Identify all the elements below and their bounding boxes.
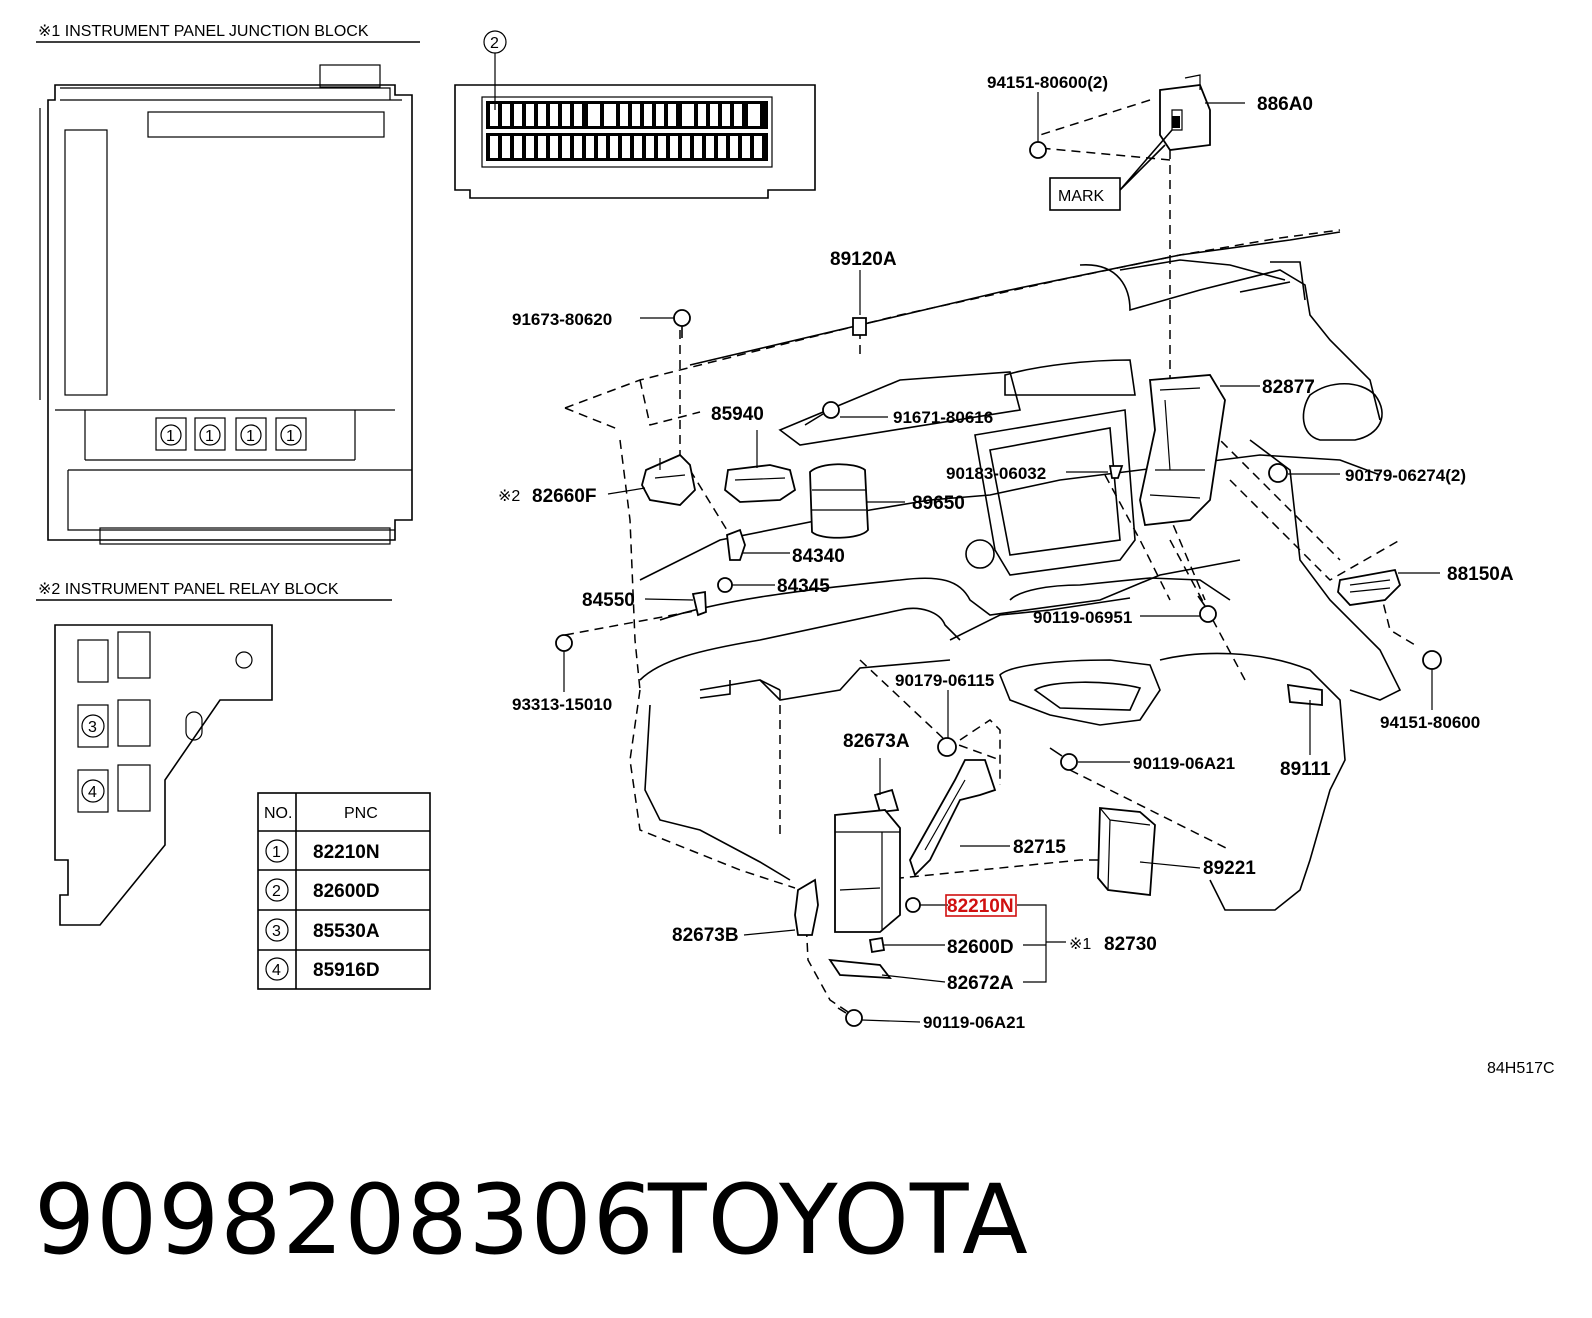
label-82210n: 82210N <box>947 896 1014 917</box>
label-mark: MARK <box>1058 188 1105 205</box>
label-90119-06a21-a: 90119-06A21 <box>1133 754 1235 773</box>
label-89111: 89111 <box>1280 759 1331 780</box>
label-91673-80620: 91673-80620 <box>512 310 612 329</box>
label-ref-2: ※2 <box>498 488 520 505</box>
label-89120a: 89120A <box>830 249 897 270</box>
junction-block-header: ※1 INSTRUMENT PANEL JUNCTION BLOCK <box>38 23 369 40</box>
callout-labels: 94151-80600(2) 886A0 MARK 89120A 91673-8… <box>498 73 1555 1077</box>
marker-1-b: 1 <box>205 428 214 445</box>
label-88150a: 88150A <box>1447 564 1514 585</box>
dashboard-outline <box>564 99 1416 1013</box>
label-84340: 84340 <box>792 546 845 567</box>
pnc-table-header-no: NO. <box>264 805 292 822</box>
label-82600d: 82600D <box>947 937 1014 958</box>
label-93313-15010: 93313-15010 <box>512 695 612 714</box>
pnc-row-1-no: 1 <box>272 844 281 861</box>
label-90179-06274-2: 90179-06274(2) <box>1345 466 1466 485</box>
part-number: 9098208306 <box>34 1164 655 1276</box>
relay-block-header: ※2 INSTRUMENT PANEL RELAY BLOCK <box>38 581 339 598</box>
parts <box>555 74 1442 1027</box>
label-90119-06a21-b: 90119-06A21 <box>923 1013 1025 1032</box>
marker-1-a: 1 <box>166 428 175 445</box>
pnc-table-header-pnc: PNC <box>344 805 378 822</box>
marker-3: 3 <box>88 719 97 736</box>
pnc-table: NO. PNC 1 2 3 4 82210N 82600D 85530A 859… <box>257 792 431 990</box>
label-91671-80616: 91671-80616 <box>893 408 993 427</box>
label-886a0: 886A0 <box>1257 94 1313 115</box>
label-90179-06115: 90179-06115 <box>895 671 994 690</box>
label-94151-80600-2: 94151-80600(2) <box>987 73 1108 92</box>
highlight-82210n <box>945 894 1017 917</box>
label-ref-1: ※1 <box>1069 936 1091 953</box>
pnc-row-4-no: 4 <box>272 962 281 979</box>
brand-name: TOYOTA <box>648 1164 1029 1276</box>
pnc-row-3-pnc: 85530A <box>313 921 380 942</box>
marker-2: 2 <box>490 35 499 52</box>
label-85940: 85940 <box>711 404 764 425</box>
label-82730: 82730 <box>1104 934 1157 955</box>
pnc-row-4-pnc: 85916D <box>313 960 380 981</box>
leader-lines <box>563 92 1440 1023</box>
label-82660f: 82660F <box>532 486 596 507</box>
label-82672a: 82672A <box>947 973 1014 994</box>
relay-block-drawing: ※2 INSTRUMENT PANEL RELAY BLOCK 3 4 <box>36 581 392 926</box>
junction-block-drawing: ※1 INSTRUMENT PANEL JUNCTION BLOCK 1 1 1… <box>36 23 420 545</box>
label-90183-06032: 90183-06032 <box>946 464 1046 483</box>
marker-1-d: 1 <box>286 428 295 445</box>
label-82673b: 82673B <box>672 925 739 946</box>
label-82877: 82877 <box>1262 377 1315 398</box>
pnc-row-3-no: 3 <box>272 923 281 940</box>
marker-1-c: 1 <box>246 428 255 445</box>
label-84345: 84345 <box>777 576 830 597</box>
pnc-row-2-pnc: 82600D <box>313 881 380 902</box>
figure-code: 84H517C <box>1487 1060 1555 1077</box>
marker-4: 4 <box>88 784 97 801</box>
label-82715: 82715 <box>1013 837 1066 858</box>
label-89650: 89650 <box>912 493 965 514</box>
pnc-row-1-pnc: 82210N <box>313 842 380 863</box>
label-89221: 89221 <box>1203 858 1256 879</box>
label-84550: 84550 <box>582 590 635 611</box>
label-90119-06951: 90119-06951 <box>1033 608 1132 627</box>
fuse-strip-drawing: 2 <box>454 30 816 199</box>
pnc-row-2-no: 2 <box>272 883 281 900</box>
label-94151-80600: 94151-80600 <box>1380 713 1480 732</box>
label-82673a: 82673A <box>843 731 910 752</box>
